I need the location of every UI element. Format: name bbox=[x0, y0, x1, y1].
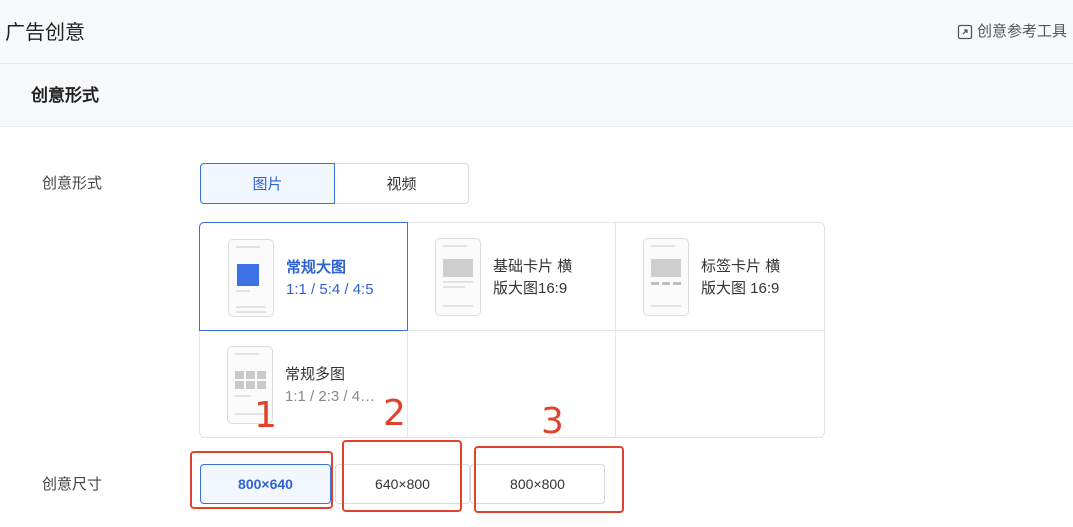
size-800x640-button[interactable]: 800×640 bbox=[200, 464, 331, 504]
creative-reference-tool-link[interactable]: 创意参考工具 bbox=[957, 22, 1067, 42]
template-tag-card[interactable]: 标签卡片 横 版大图 16:9 bbox=[616, 223, 824, 331]
phone-preview-icon bbox=[435, 238, 481, 316]
creative-format-label: 创意形式 bbox=[42, 175, 103, 192]
template-standard-large-image[interactable]: 常规大图 1:1 / 5:4 / 4:5 bbox=[199, 222, 408, 331]
page-title: 广告创意 bbox=[5, 22, 85, 44]
template-name: 基础卡片 横 bbox=[493, 258, 573, 275]
annotation-box-1 bbox=[190, 451, 333, 509]
annotation-number-2: 2 bbox=[383, 393, 406, 434]
template-standard-multi-image[interactable]: 常规多图 1:1 / 2:3 / 4… bbox=[200, 331, 408, 439]
annotation-number-3: 3 bbox=[541, 401, 564, 442]
phone-preview-icon bbox=[228, 239, 274, 317]
section-title: 创意形式 bbox=[31, 86, 99, 105]
tool-link-label: 创意参考工具 bbox=[976, 23, 1067, 40]
template-ratio: 版大图 16:9 bbox=[701, 280, 780, 297]
template-ratio: 1:1 / 2:3 / 4… bbox=[285, 388, 376, 405]
phone-preview-icon bbox=[643, 238, 689, 316]
top-header: 广告创意 创意参考工具 bbox=[0, 0, 1073, 64]
annotation-number-1: 1 bbox=[254, 395, 277, 436]
template-name: 常规大图 bbox=[286, 259, 347, 276]
template-ratio: 1:1 / 5:4 / 4:5 bbox=[286, 281, 374, 298]
template-basic-card[interactable]: 基础卡片 横 版大图16:9 bbox=[408, 223, 616, 331]
template-name: 标签卡片 横 bbox=[701, 258, 781, 275]
tab-video[interactable]: 视频 bbox=[334, 163, 469, 204]
template-grid: 常规大图 1:1 / 5:4 / 4:5 基础卡片 横 版大图16:9 标签卡片… bbox=[199, 222, 825, 438]
size-800x800-button[interactable]: 800×800 bbox=[470, 464, 605, 504]
annotation-box-2 bbox=[342, 440, 462, 512]
template-ratio: 版大图16:9 bbox=[493, 280, 568, 297]
section-header: 创意形式 bbox=[0, 64, 1073, 127]
phone-preview-icon bbox=[227, 346, 273, 424]
tab-image[interactable]: 图片 bbox=[200, 163, 335, 204]
external-link-icon bbox=[957, 24, 973, 40]
grid-divider bbox=[200, 330, 824, 331]
creative-size-label: 创意尺寸 bbox=[42, 476, 103, 493]
template-name: 常规多图 bbox=[285, 366, 346, 383]
media-type-tabs: 图片 视频 bbox=[200, 163, 469, 204]
size-640x800-button[interactable]: 640×800 bbox=[335, 464, 470, 504]
annotation-box-3 bbox=[474, 446, 624, 513]
